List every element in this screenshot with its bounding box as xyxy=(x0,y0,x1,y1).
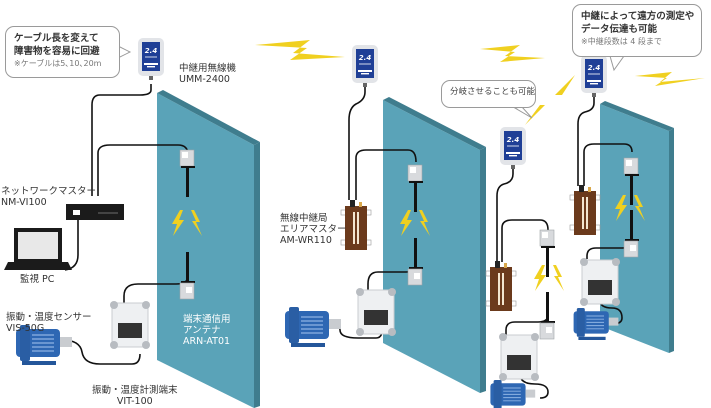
terminal-vit100-4 xyxy=(579,257,621,307)
wireless-link-bolt-3 xyxy=(525,75,575,125)
label-sensor-model: VIS-50G xyxy=(6,323,45,334)
bubble-tail-branch xyxy=(513,106,533,119)
wireless-link-bolt-2 xyxy=(480,45,545,62)
repeater-umm2400-4 xyxy=(580,54,608,98)
wall-3 xyxy=(600,101,674,353)
label-sensor-name: 振動・温度センサー xyxy=(6,312,92,323)
bubble-tail-relay xyxy=(609,55,625,72)
label-monitor-pc: 監視 PC xyxy=(20,274,54,285)
area-master-amwr110-3 xyxy=(569,184,601,236)
label-sensor: 振動・温度センサー VIS-50G xyxy=(6,312,92,334)
label-terminal-model: VIT-100 xyxy=(116,396,153,407)
label-area-master: 無線中継局 エリアマスター AM-WR110 xyxy=(280,213,347,246)
wireless-link-bolt-1 xyxy=(255,40,345,60)
label-terminal-name: 振動・温度計測端末 xyxy=(92,385,178,396)
label-terminal: 振動・温度計測端末 VIT-100 xyxy=(92,385,178,407)
label-network-master-name: ネットワークマスター xyxy=(1,186,97,197)
callout-cable-length: ケーブル長を変えて 障害物を容易に回避 ※ケーブルは5､10､20m xyxy=(5,26,120,78)
repeater-umm2400-1 xyxy=(137,37,165,81)
label-area-master-model: AM-WR110 xyxy=(280,235,332,246)
label-antenna-name: 端末通信用 xyxy=(183,314,231,325)
label-area-master-type: エリアマスター xyxy=(280,224,347,235)
callout-cable-note: ※ケーブルは5､10､20m xyxy=(14,59,102,68)
network-master-device xyxy=(66,204,124,220)
antenna-arnat01-bottom-3 xyxy=(539,291,556,340)
monitor-pc-laptop xyxy=(4,228,72,270)
label-repeater-name: 中継用無線機 xyxy=(179,63,237,74)
callout-cable-line-2: 障害物を容易に回避 xyxy=(14,46,100,57)
motor-sensor-2 xyxy=(284,306,342,348)
callout-branch: 分岐させることも可能 xyxy=(441,80,536,108)
wall-1 xyxy=(157,90,260,408)
callout-relay: 中継によって遠方の測定や データ伝達も可能 ※中継段数は 4 段まで xyxy=(572,4,702,57)
terminal-vit100-1 xyxy=(109,300,151,350)
label-antenna-type: アンテナ xyxy=(183,325,221,336)
label-network-master: ネットワークマスター NM-VI100 xyxy=(1,186,96,208)
callout-relay-line-1: 中継によって遠方の測定や xyxy=(581,11,695,22)
label-monitor-pc-name: 監視 PC xyxy=(20,274,55,285)
terminal-vit100-2 xyxy=(355,287,397,337)
label-antenna: 端末通信用 アンテナ ARN-AT01 xyxy=(183,314,231,347)
label-antenna-model: ARN-AT01 xyxy=(183,336,231,347)
callout-branch-line-1: 分岐させることも可能 xyxy=(450,87,536,97)
repeater-umm2400-2 xyxy=(351,44,379,88)
callout-relay-note: ※中継段数は 4 段まで xyxy=(581,37,662,46)
wall-2 xyxy=(383,97,486,393)
label-repeater-model: UMM-2400 xyxy=(179,74,230,85)
repeater-umm2400-3 xyxy=(499,126,527,170)
label-repeater: 中継用無線機 UMM-2400 xyxy=(179,63,236,85)
label-area-master-name: 無線中継局 xyxy=(280,213,328,224)
callout-relay-line-2: データ伝達も可能 xyxy=(581,24,658,35)
label-network-master-model: NM-VI100 xyxy=(1,197,47,208)
callout-cable-line-1: ケーブル長を変えて xyxy=(14,33,99,44)
area-master-amwr110-2 xyxy=(485,260,517,312)
terminal-vit100-3 xyxy=(498,332,540,382)
wireless-link-bolt-4 xyxy=(635,72,705,86)
